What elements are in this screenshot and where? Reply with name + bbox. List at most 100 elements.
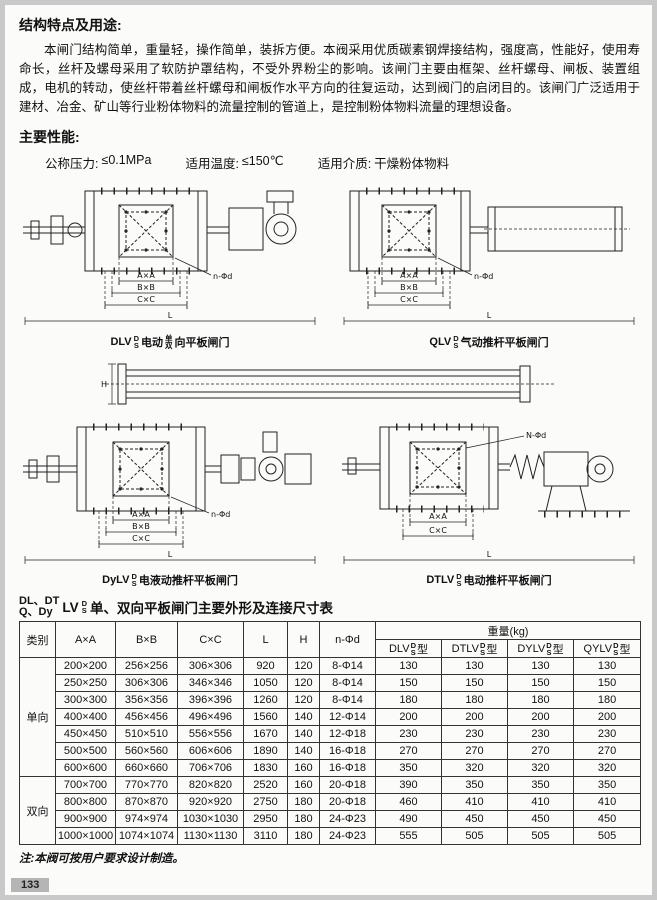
cell: 555 bbox=[375, 827, 442, 845]
cell: 920×920 bbox=[177, 793, 244, 811]
col-header-category: 类别 bbox=[19, 621, 56, 658]
dtlv-body bbox=[379, 423, 499, 513]
col-header-h: H bbox=[287, 621, 320, 658]
dim-label-axa: A×A bbox=[400, 271, 418, 280]
cell: 130 bbox=[441, 657, 508, 675]
dim-label-l: L bbox=[168, 550, 173, 559]
cell: 450 bbox=[441, 810, 508, 828]
cell: 600×600 bbox=[55, 759, 116, 777]
gate-plate-shape bbox=[105, 363, 554, 405]
dim-label-cxc: C×C bbox=[400, 295, 418, 304]
frac-top: D bbox=[81, 599, 87, 608]
cell: 560×560 bbox=[115, 742, 178, 760]
cell: 140 bbox=[287, 742, 320, 760]
cell: 16-Φ18 bbox=[319, 742, 376, 760]
cell: 140 bbox=[287, 708, 320, 726]
title-line1: DL、DT bbox=[19, 595, 60, 607]
dim-label-nphid: n-Φd bbox=[213, 272, 232, 281]
type-prefix: QYLV bbox=[583, 642, 613, 655]
dim-label-h: H bbox=[101, 380, 107, 389]
caption-code: DyLV bbox=[102, 574, 130, 586]
cell: 200 bbox=[572, 708, 642, 726]
type-suffix: 型 bbox=[486, 643, 498, 656]
cell: 200×200 bbox=[55, 657, 116, 675]
col-header-n: n-Φd bbox=[319, 621, 376, 658]
cell: 150 bbox=[572, 674, 642, 692]
cell: 320 bbox=[507, 759, 574, 777]
features-heading: 结构特点及用途: bbox=[19, 17, 122, 33]
qlv-center-flange bbox=[381, 204, 437, 258]
cell: 20-Φ18 bbox=[319, 793, 376, 811]
cell: 496×496 bbox=[177, 708, 244, 726]
header-row-1: 类别 A×A B×B C×C L H n-Φd 重量(kg) bbox=[19, 621, 642, 658]
cell: 120 bbox=[287, 691, 320, 709]
cell: 510×510 bbox=[115, 725, 178, 743]
cell: 130 bbox=[507, 657, 574, 675]
cell: 660×660 bbox=[115, 759, 178, 777]
caption-text: 电液动推杆平板闸门 bbox=[138, 575, 238, 587]
dtlv-left-stem bbox=[342, 457, 380, 475]
cell: 230 bbox=[375, 725, 442, 743]
spec-temperature: 适用温度:≤150℃ bbox=[185, 153, 283, 172]
dtlv-dim-labels: A×A C×C L N-Φd bbox=[429, 431, 546, 559]
cell: 505 bbox=[441, 827, 508, 845]
cell: 250×250 bbox=[55, 674, 116, 692]
cell: 3110 bbox=[243, 827, 288, 845]
dlv-electric-actuator bbox=[207, 190, 297, 251]
cell: 456×456 bbox=[115, 708, 178, 726]
cell: 1074×1074 bbox=[115, 827, 178, 845]
cell: 200 bbox=[375, 708, 442, 726]
dylv-body bbox=[76, 423, 206, 515]
cell: 1670 bbox=[243, 725, 288, 743]
cell: 150 bbox=[507, 674, 574, 692]
qlv-dimension-lines bbox=[343, 257, 635, 325]
cell: 300×300 bbox=[55, 691, 116, 709]
cell: 556×556 bbox=[177, 725, 244, 743]
dim-label-bxb: B×B bbox=[400, 283, 418, 292]
cell: 490 bbox=[375, 810, 442, 828]
cell: 1890 bbox=[243, 742, 288, 760]
frac-top: D bbox=[456, 572, 462, 581]
frac-top: D bbox=[479, 640, 486, 650]
footnote: 注:本阀可按用户要求设计制造。 bbox=[19, 853, 184, 865]
frac-top: D bbox=[133, 334, 140, 343]
dylv-left-stem bbox=[23, 455, 77, 483]
type-suffix: 型 bbox=[417, 643, 428, 656]
title-code-lv: LV bbox=[62, 599, 79, 615]
col-header-a: A×A bbox=[55, 621, 116, 658]
cell: 180 bbox=[572, 691, 642, 709]
type-suffix: 型 bbox=[552, 643, 564, 656]
cell: 180 bbox=[507, 691, 574, 709]
cell: 306×306 bbox=[115, 674, 178, 692]
qlv-valve-drawing: A×A B×B C×C L n-Φd bbox=[343, 187, 635, 325]
dylv-dimension-lines bbox=[24, 496, 316, 564]
dim-label-nphid: n-Φd bbox=[211, 510, 230, 519]
cell: 320 bbox=[572, 759, 642, 777]
cell: 306×306 bbox=[177, 657, 244, 675]
cell: 2950 bbox=[243, 810, 288, 828]
cell: 16-Φ18 bbox=[319, 759, 376, 777]
dim-label-axa: A×A bbox=[132, 510, 150, 519]
cell: 505 bbox=[572, 827, 642, 845]
spec-pressure: 公称压力:≤0.1MPa bbox=[45, 153, 151, 172]
frac-bottom: S bbox=[456, 579, 462, 588]
frac-top: D bbox=[410, 640, 416, 650]
dim-label-l: L bbox=[168, 311, 173, 320]
cell: 450 bbox=[572, 810, 642, 828]
cell: 200 bbox=[507, 708, 574, 726]
